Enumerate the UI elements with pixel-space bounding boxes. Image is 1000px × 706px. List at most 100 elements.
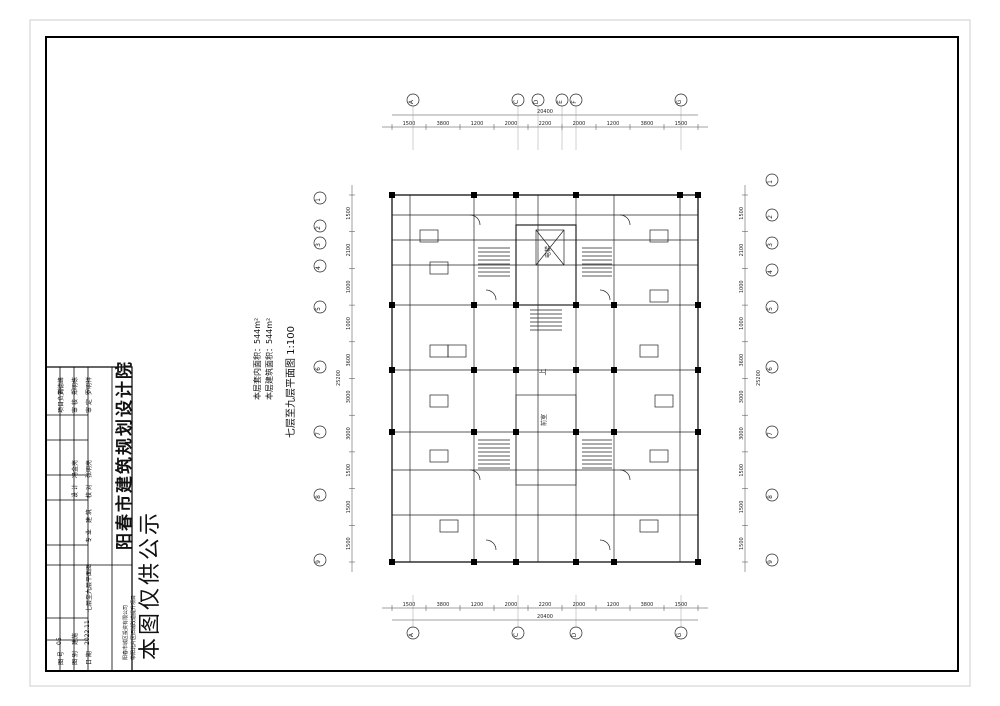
axis-left-7-circle: [313, 425, 327, 439]
column: [611, 367, 617, 373]
dim-left-total: 25200: [336, 370, 342, 386]
column: [471, 429, 477, 435]
dim-top-text: 2000: [505, 121, 518, 127]
dim-left-text: 1000: [346, 317, 352, 330]
dim-bottom-text: 3800: [641, 602, 654, 608]
furniture: [429, 449, 449, 463]
axis-left-3-label: 3: [315, 243, 322, 247]
axis-bottom-C-label: C: [513, 633, 520, 637]
date-value: 2022.11: [84, 620, 91, 645]
south-core: [515, 394, 577, 486]
axis-right-3-label: 3: [767, 243, 774, 247]
axis-right-5-circle: [765, 300, 779, 314]
axis-left-9-circle: [313, 553, 327, 567]
dim-top-text: 1200: [607, 121, 620, 127]
signer-lead: 刘德峰: [58, 376, 65, 395]
furniture: [649, 449, 669, 463]
dim-left-text: 1500: [346, 464, 352, 477]
axis-right-7-label: 7: [767, 432, 774, 436]
door-swing: [599, 539, 611, 551]
dim-left-text: 3000: [346, 427, 352, 440]
column: [471, 559, 477, 565]
dim-right-text: 3000: [739, 427, 745, 440]
axis-left-2-label: 2: [315, 226, 322, 230]
axis-top-A-label: A: [408, 99, 415, 104]
axis-left-1-label: 1: [315, 198, 322, 202]
column: [389, 192, 395, 198]
furniture: [649, 289, 669, 303]
axis-right-3-circle: [765, 236, 779, 250]
door-swing: [485, 289, 497, 301]
axis-bottom-D-label: D: [571, 632, 578, 637]
furniture: [419, 229, 439, 243]
dim-top-text: 3800: [437, 121, 450, 127]
lobby-label: 前室: [540, 414, 548, 426]
column: [513, 559, 519, 565]
core-wall: [515, 224, 577, 306]
scale-value: 建施: [72, 632, 79, 645]
client-value: 阳春市城区投资有限公司: [123, 604, 129, 660]
furniture: [429, 344, 449, 358]
dim-left-text: 1500: [346, 537, 352, 550]
column: [695, 192, 701, 198]
dim-top-text: 1200: [471, 121, 484, 127]
column: [573, 559, 579, 565]
dim-right-text: 2100: [739, 244, 745, 257]
dim-left-text: 1500: [346, 501, 352, 514]
axis-top-E-label: E: [557, 100, 564, 104]
date-label: 日 期: [86, 651, 93, 665]
column: [611, 302, 617, 308]
furniture: [429, 261, 449, 275]
door-swing: [619, 469, 631, 481]
furniture: [639, 519, 659, 533]
axis-left-4-label: 4: [315, 266, 322, 270]
column: [389, 429, 395, 435]
role-approve: 审 定: [86, 399, 93, 413]
scale-label: 图 别: [72, 651, 79, 665]
dim-bottom-text: 2200: [539, 602, 552, 608]
column: [471, 192, 477, 198]
dim-right-text: 3000: [739, 390, 745, 403]
furniture: [649, 229, 669, 243]
column: [695, 302, 701, 308]
dim-bottom-total: 20400: [537, 614, 553, 620]
role-discipline: 专 业: [86, 529, 93, 543]
column: [389, 302, 395, 308]
dim-right-text: 1000: [739, 317, 745, 330]
column: [611, 559, 617, 565]
axis-right-2-label: 2: [767, 215, 774, 219]
furniture: [639, 344, 659, 358]
column: [513, 429, 519, 435]
axis-right-8-label: 8: [767, 495, 774, 499]
paper-border: [29, 19, 971, 687]
furniture: [429, 394, 449, 408]
axis-right-8-circle: [765, 488, 779, 502]
axis-right-6-circle: [765, 360, 779, 374]
sheet-value: 05: [56, 637, 63, 645]
axis-left-7-label: 7: [315, 432, 322, 436]
plan-area-note-1: 本层建筑面积：544m²: [265, 317, 274, 400]
axis-left-8-label: 8: [315, 495, 322, 499]
dim-right-text: 1500: [739, 537, 745, 550]
lift-shaft: [535, 229, 565, 266]
title-block: [45, 366, 133, 672]
axis-left-9-label: 9: [315, 560, 322, 564]
column: [471, 367, 477, 373]
lift-label: 电梯: [544, 246, 552, 258]
furniture: [654, 394, 674, 408]
signer-discipline: 建 筑: [86, 509, 93, 523]
column: [695, 559, 701, 565]
dim-right-total: 25200: [756, 370, 762, 386]
axis-right-1-label: 1: [767, 180, 774, 184]
column: [695, 367, 701, 373]
dim-top-text: 2000: [573, 121, 586, 127]
axis-right-2-circle: [765, 208, 779, 222]
axis-bottom-A-label: A: [408, 632, 415, 637]
axis-right-6-label: 6: [767, 367, 774, 371]
axis-bottom-G-label: G: [676, 632, 683, 637]
signer-review: 郑明栋: [72, 376, 79, 395]
lift-cross-b: [535, 229, 565, 266]
signer-design: 冯金亮: [72, 459, 79, 478]
